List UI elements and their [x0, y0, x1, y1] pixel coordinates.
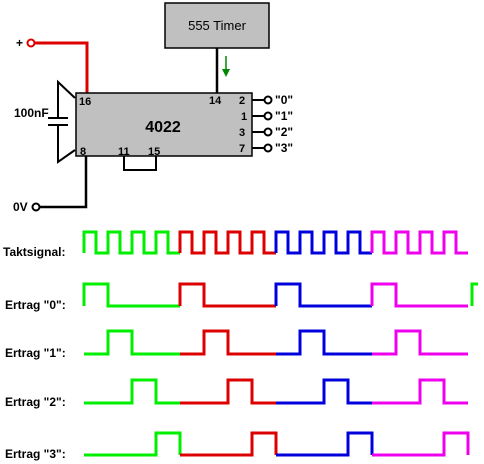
- output-segment: [372, 329, 468, 356]
- timer-555-box: [164, 2, 270, 49]
- plus-label: +: [16, 36, 23, 50]
- output-label-0: "0": [275, 93, 293, 107]
- output-signal-label-2: Ertrag "2":: [5, 395, 66, 409]
- output-segment: [82, 282, 180, 308]
- output-signal-trace-2: [84, 378, 468, 405]
- output-segment: [178, 282, 276, 308]
- pin-11: 11: [118, 146, 130, 158]
- output-segment: [180, 329, 276, 356]
- supply-wire: [34, 41, 89, 95]
- output-signal-label-0: Ertrag "0":: [5, 298, 66, 312]
- pin-7: 7: [239, 143, 245, 155]
- output-segment: [276, 431, 374, 457]
- output-terminal-2: [263, 127, 273, 137]
- capacitor-top-wire: [57, 79, 76, 118]
- clock-signal-trace: [82, 230, 468, 255]
- output-segment: [470, 282, 478, 306]
- output-signal-label-3: Ertrag "3":: [5, 447, 66, 461]
- output-segment: [84, 378, 180, 405]
- output-label-2: "2": [275, 125, 293, 139]
- pin-2: 2: [239, 95, 245, 107]
- output-segment: [84, 431, 182, 457]
- pin-14: 14: [209, 95, 222, 107]
- output-signal-trace-0: [82, 282, 478, 308]
- output-segment: [180, 431, 278, 457]
- chip-4022-label: 4022: [145, 119, 181, 136]
- ground-label: 0V: [13, 200, 28, 214]
- ground-wire: [40, 156, 88, 209]
- output-segment: [370, 282, 468, 308]
- output-signal-label-1: Ertrag "1":: [5, 346, 66, 360]
- output-segment: [180, 378, 276, 405]
- plus-terminal: [26, 38, 36, 48]
- output-signal-trace-3: [84, 431, 470, 457]
- clock-arrow-head-icon: [222, 69, 230, 77]
- output-signal-trace-1: [84, 329, 468, 356]
- output-segment: [276, 329, 372, 356]
- output-label-1: "1": [275, 109, 293, 123]
- output-segment: [372, 431, 470, 457]
- clock-segment: [274, 230, 372, 255]
- chip-4022-box: [75, 92, 253, 157]
- capacitor-label: 100nF: [14, 106, 49, 120]
- capacitor-bottom-wire: [57, 125, 76, 164]
- output-terminal-0: [263, 95, 273, 105]
- clock-segment: [82, 230, 180, 255]
- pin-15: 15: [148, 146, 160, 158]
- clock-segment: [178, 230, 276, 255]
- pin-16: 16: [79, 96, 91, 108]
- timer-555-label: 555 Timer: [188, 18, 246, 33]
- clock-segment: [370, 230, 468, 255]
- output-terminals: [252, 95, 273, 153]
- pin-3: 3: [239, 127, 245, 139]
- output-segment: [372, 378, 468, 405]
- output-label-3: "3": [275, 141, 293, 155]
- clock-signal-label: Taktsignal:: [3, 245, 65, 259]
- output-terminal-1: [263, 111, 273, 121]
- output-segment: [276, 378, 372, 405]
- reset-link-wire: [123, 156, 157, 171]
- output-segment: [274, 282, 372, 308]
- ground-terminal: [31, 202, 41, 212]
- pin-8: 8: [80, 146, 86, 158]
- pin-1: 1: [241, 111, 247, 123]
- output-segment: [84, 329, 180, 356]
- output-terminal-3: [263, 143, 273, 153]
